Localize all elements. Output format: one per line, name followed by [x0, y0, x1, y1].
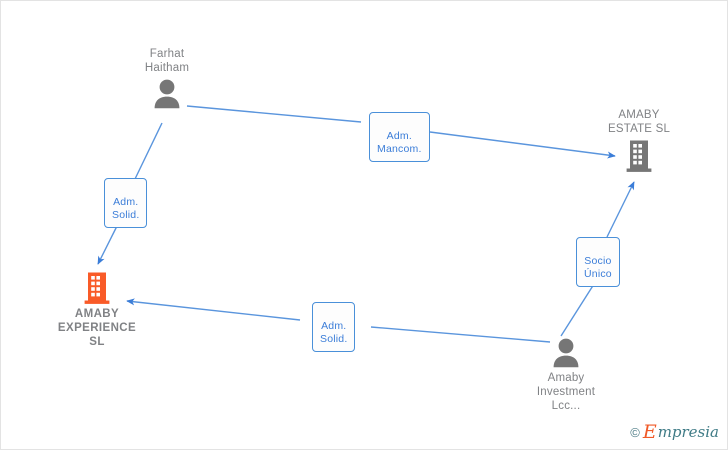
brand-initial: E: [642, 421, 657, 443]
building-icon: [27, 271, 167, 305]
edge-label-socio-unico[interactable]: Socio Único: [576, 237, 620, 287]
edge-socio-label-to-estate: [606, 181, 635, 238]
node-amaby-experience-sl[interactable]: AMABY EXPERIENCE SL: [27, 271, 167, 349]
edge-label-adm-solid-investment[interactable]: Adm. Solid.: [312, 302, 356, 352]
person-icon: [97, 78, 237, 110]
node-farhat-haitham[interactable]: Farhat Haitham: [97, 47, 237, 110]
node-label-amaby-experience-sl: AMABY EXPERIENCE SL: [57, 308, 137, 348]
edge-label-adm-mancom[interactable]: Adm. Mancom.: [369, 112, 430, 162]
edge-farhat-to-solid-label: [134, 122, 163, 180]
empresia-watermark: © E mpresia: [630, 423, 719, 442]
edge-label-text: Adm. Solid.: [112, 196, 140, 221]
building-icon: [569, 139, 709, 173]
node-amaby-estate-sl[interactable]: AMABY ESTATE SL: [569, 108, 709, 173]
node-label-amaby-estate-sl: AMABY ESTATE SL: [607, 109, 671, 135]
copyright-icon: ©: [630, 425, 640, 440]
node-amaby-investment-lcc[interactable]: Amaby Investment Lcc...: [496, 337, 636, 413]
person-icon: [496, 337, 636, 369]
node-label-amaby-investment-lcc: Amaby Investment Lcc...: [536, 372, 596, 412]
brand-name: mpresia: [657, 423, 719, 441]
edge-label-text: Adm. Mancom.: [377, 130, 422, 155]
edge-label-text: Socio Único: [584, 255, 612, 280]
edge-label-text: Adm. Solid.: [320, 320, 348, 345]
node-label-farhat-haitham: Farhat Haitham: [144, 48, 190, 74]
edge-label-adm-solid-farhat[interactable]: Adm. Solid.: [104, 178, 148, 228]
